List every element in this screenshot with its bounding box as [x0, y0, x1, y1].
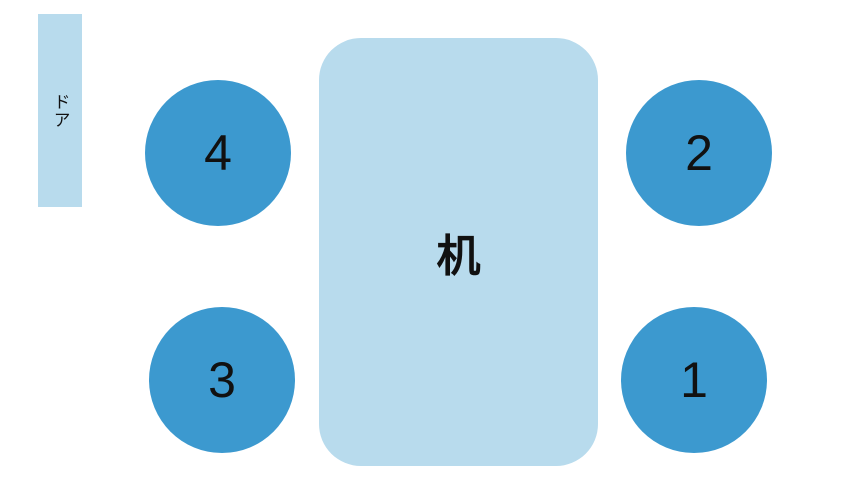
door: ドア	[38, 14, 82, 207]
seat-4: 4	[145, 80, 291, 226]
seat-3: 3	[149, 307, 295, 453]
table: 机	[319, 38, 598, 466]
door-label: ドア	[49, 92, 70, 129]
seat-1: 1	[621, 307, 767, 453]
seat-2: 2	[626, 80, 772, 226]
